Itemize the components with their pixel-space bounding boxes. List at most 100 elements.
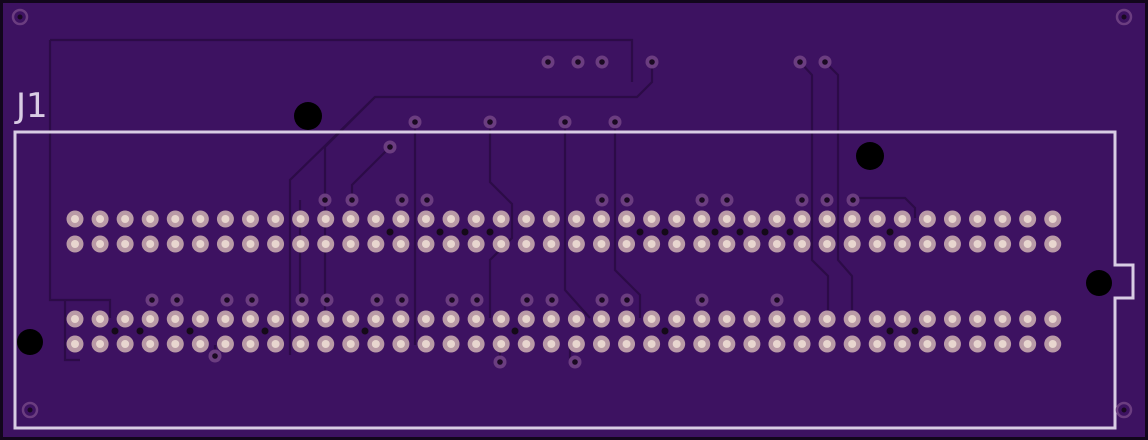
via-hole [497, 359, 503, 365]
via-hole [212, 353, 218, 359]
pad-drill [948, 240, 957, 248]
pad-drill [798, 340, 807, 348]
micro-via [361, 327, 369, 335]
pad-drill [722, 315, 731, 323]
pad-drill [271, 340, 280, 348]
pad-drill [121, 215, 130, 223]
pad-drill [923, 340, 932, 348]
pad-drill [246, 340, 255, 348]
pad-drill [948, 340, 957, 348]
pad-drill [848, 215, 857, 223]
pad-drill [221, 215, 230, 223]
pad-drill [221, 340, 230, 348]
pad-drill [447, 340, 456, 348]
pad-drill [647, 340, 656, 348]
pad-drill [948, 215, 957, 223]
micro-via [661, 228, 669, 236]
via-hole [799, 197, 805, 203]
pad-drill [171, 215, 180, 223]
pad-drill [472, 315, 481, 323]
pad-drill [171, 315, 180, 323]
micro-via [911, 327, 919, 335]
via-hole [487, 119, 493, 125]
pad-drill [346, 340, 355, 348]
mounting-hole [1086, 270, 1112, 296]
micro-via [511, 327, 519, 335]
pad-drill [447, 215, 456, 223]
pad-drill [998, 340, 1007, 348]
via-hole [412, 119, 418, 125]
via-hole [374, 297, 380, 303]
micro-via [636, 228, 644, 236]
via-hole [575, 59, 581, 65]
pad-drill [647, 315, 656, 323]
trace [323, 96, 376, 318]
via-group [111, 55, 919, 369]
trace [63, 300, 80, 362]
reference-designator-label: J1 [14, 86, 48, 126]
corner-fiducials [11, 8, 1133, 419]
pad-drill [973, 215, 982, 223]
pad-drill [371, 340, 380, 348]
corner-fiducial-center [1121, 407, 1127, 413]
pad-drill [371, 240, 380, 248]
micro-via [436, 228, 444, 236]
micro-via [736, 228, 744, 236]
pad-drill [396, 240, 405, 248]
pad-drill [171, 240, 180, 248]
pad-drill [798, 215, 807, 223]
corner-fiducial-center [17, 14, 23, 20]
pad-drill [697, 340, 706, 348]
via-hole [824, 197, 830, 203]
via-hole [349, 197, 355, 203]
pad-drill [747, 240, 756, 248]
pad-drill [572, 240, 581, 248]
pad-drill [146, 315, 155, 323]
corner-fiducial-center [27, 407, 33, 413]
pad-drill [572, 215, 581, 223]
micro-via [761, 228, 769, 236]
pad-drill [522, 315, 531, 323]
pad-drill [923, 215, 932, 223]
pad-drill [447, 240, 456, 248]
pad-drill [998, 315, 1007, 323]
corner-fiducial [1115, 8, 1133, 26]
pad-drill [898, 315, 907, 323]
corner-fiducial [11, 8, 29, 26]
pad-drill [722, 240, 731, 248]
pad-drill [948, 315, 957, 323]
pad-drill [547, 340, 556, 348]
pad-drill [697, 240, 706, 248]
pad-drill [672, 240, 681, 248]
trace [824, 61, 854, 318]
pad-drill [622, 340, 631, 348]
pad-drill [848, 315, 857, 323]
micro-via [486, 228, 494, 236]
pad-drill [121, 315, 130, 323]
via-hole [249, 297, 255, 303]
pad-drill [96, 340, 105, 348]
via-hole [774, 297, 780, 303]
trace [48, 40, 112, 318]
pad-drill [873, 340, 882, 348]
micro-via [886, 228, 894, 236]
pad-drill [622, 240, 631, 248]
pad-drill [672, 340, 681, 348]
micro-via [261, 327, 269, 335]
via-hole [474, 297, 480, 303]
pad-drill [1048, 215, 1057, 223]
via-hole [624, 297, 630, 303]
pad-drill [747, 215, 756, 223]
via-hole [149, 297, 155, 303]
pad-drill [547, 315, 556, 323]
via-hole [387, 144, 393, 150]
pad-drill [998, 215, 1007, 223]
via-hole [797, 59, 803, 65]
pad-drill [848, 340, 857, 348]
pad-drill [396, 315, 405, 323]
via-hole [399, 297, 405, 303]
pad-drill [672, 215, 681, 223]
pad-drill [697, 215, 706, 223]
pad-drill [472, 340, 481, 348]
pad-drill [296, 215, 305, 223]
